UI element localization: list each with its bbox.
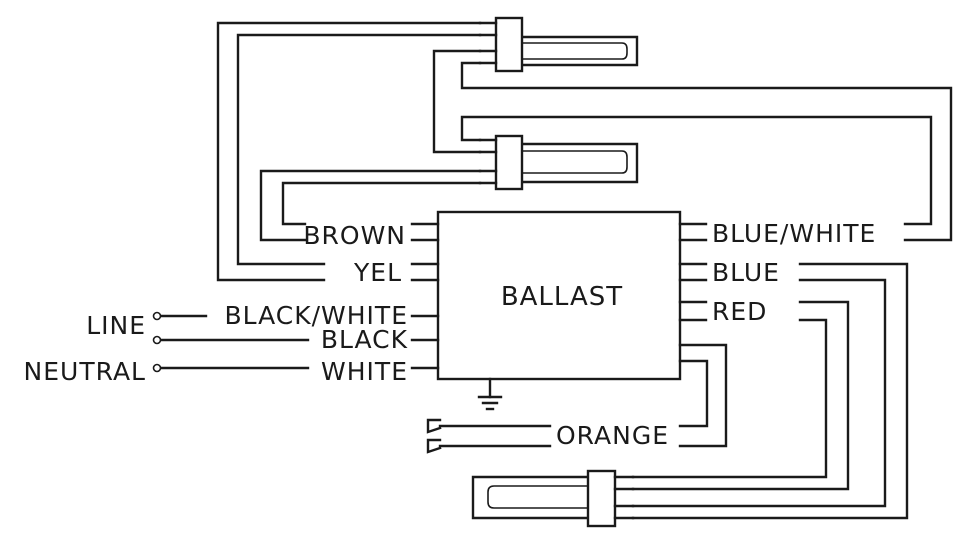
wire-lamp-link-a xyxy=(432,49,482,154)
wire-brown-inner xyxy=(281,181,482,226)
label-red: RED xyxy=(712,297,767,326)
wire-orange-outer xyxy=(678,343,728,448)
lamp-top-socket xyxy=(494,16,524,73)
lamp-middle xyxy=(478,134,639,191)
label-blue-white: BLUE/WHITE xyxy=(712,219,876,248)
terminal-icon xyxy=(152,335,162,345)
wire-blue-white-inner xyxy=(460,115,933,226)
wire-brown-outer xyxy=(259,169,482,242)
lamp-middle-socket xyxy=(494,134,524,191)
label-white: WHITE xyxy=(321,357,408,386)
wire-red-inner xyxy=(631,318,828,479)
label-yel: YEL xyxy=(353,258,402,287)
wire-blue-white-outer xyxy=(460,61,953,242)
lamp-top-tube-outer xyxy=(520,35,639,67)
lamp-top-tube-inner xyxy=(522,42,628,60)
terminal-icon xyxy=(152,363,162,373)
label-black: BLACK xyxy=(321,325,408,354)
wire-blue-outer xyxy=(631,262,909,520)
wire-red-outer xyxy=(631,300,850,491)
label-orange: ORANGE xyxy=(556,421,669,450)
wire-blue-inner xyxy=(631,278,887,508)
label-brown: BROWN xyxy=(303,221,406,250)
ballast-box xyxy=(436,210,682,381)
ballast-label: BALLAST xyxy=(501,282,623,312)
label-black-white: BLACK/WHITE xyxy=(224,301,408,330)
label-neutral: NEUTRAL xyxy=(24,357,146,386)
terminal-icon xyxy=(152,311,162,321)
lamp-top xyxy=(478,16,639,73)
plug-icon xyxy=(426,418,442,454)
lamp-middle-tube-inner xyxy=(522,150,628,174)
lamp-bottom-tube-outer xyxy=(471,475,590,520)
lamp-bottom-socket xyxy=(586,469,617,528)
label-blue: BLUE xyxy=(712,258,780,287)
wire-orange-inner xyxy=(678,359,709,428)
ballast-left-terminals xyxy=(410,222,440,370)
wire-yel-inner xyxy=(236,33,482,266)
ground-icon xyxy=(477,377,503,411)
ballast-right-terminals xyxy=(678,222,708,322)
lamp-middle-tube-outer xyxy=(520,142,639,184)
wire-yel-outer xyxy=(216,21,482,282)
lamp-bottom xyxy=(471,469,635,528)
lamp-bottom-tube-inner xyxy=(487,485,588,509)
label-line: LINE xyxy=(86,311,146,340)
